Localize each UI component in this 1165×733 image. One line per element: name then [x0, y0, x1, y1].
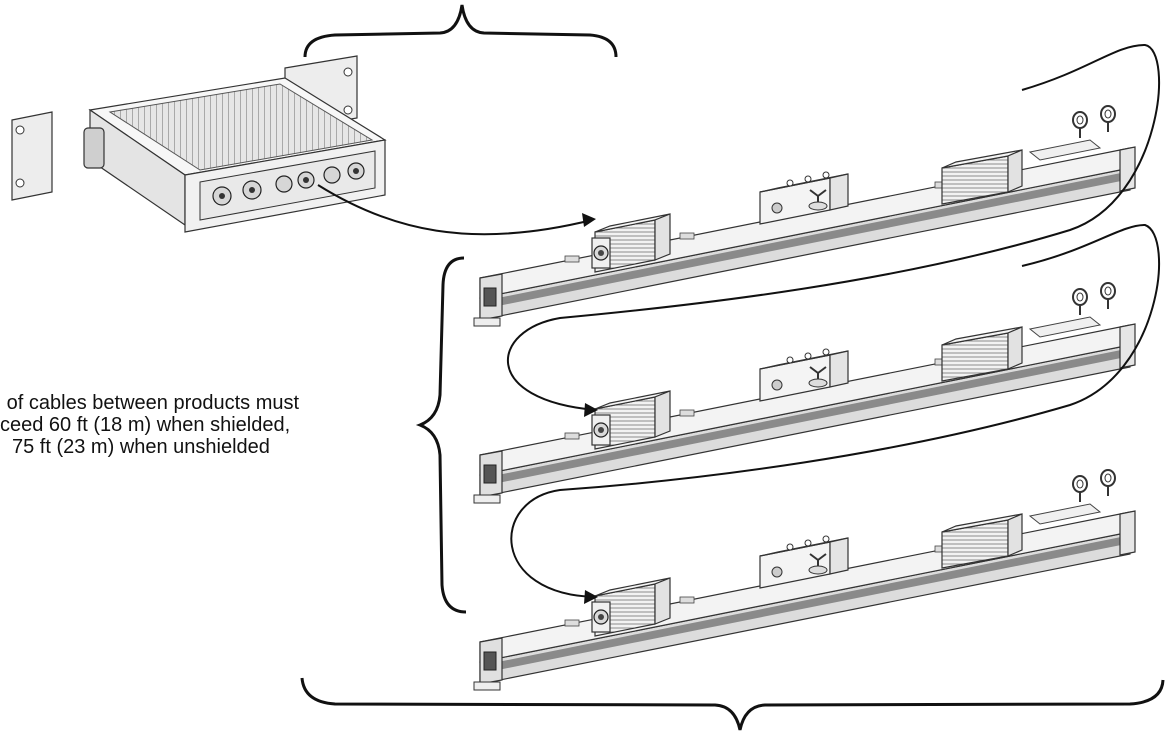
left-brace [415, 256, 467, 614]
fixture-1 [473, 105, 1136, 327]
cable-length-note: n of cables between products must xceed … [0, 392, 410, 458]
cable-controller-to-fixture-1 [317, 184, 593, 236]
controller-unit [11, 55, 387, 233]
note-line-2: xceed 60 ft (18 m) when shielded, [0, 414, 291, 436]
bottom-brace [300, 677, 1165, 731]
data-cables [317, 43, 1161, 598]
top-brace [303, 4, 618, 58]
cable-arrowheads [582, 213, 598, 604]
cable-fixture-2-to-fixture-3 [510, 223, 1161, 598]
note-line-3: 75 ft (23 m) when unshielded [12, 436, 270, 458]
note-line-1: n of cables between products must [0, 392, 300, 414]
cable-fixture-1-to-fixture-2 [506, 43, 1161, 411]
fixture-3 [473, 469, 1136, 691]
